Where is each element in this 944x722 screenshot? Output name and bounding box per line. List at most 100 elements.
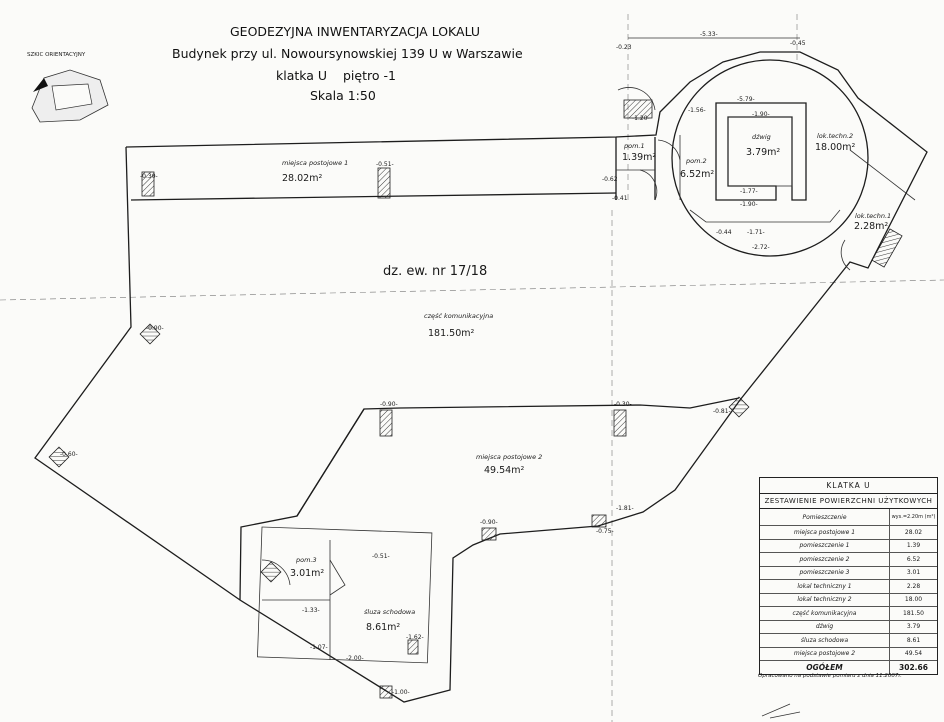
dim-label: -5.79- bbox=[737, 96, 755, 103]
dim-label: -0.41 bbox=[612, 195, 628, 202]
door-arcs bbox=[261, 87, 851, 596]
row-value: 49.54 bbox=[904, 650, 923, 658]
area-summary-table: KLATKA U ZESTAWIENIE POWIERZCHNI UŻYTKOW… bbox=[759, 477, 938, 675]
row-name: część komunikacyjna bbox=[760, 607, 890, 620]
row-value: 28.02 bbox=[904, 528, 923, 536]
stair-block bbox=[257, 526, 433, 664]
tower-inner-wall bbox=[689, 209, 841, 223]
row-value: 8.61 bbox=[906, 636, 921, 644]
dim-label: -0.90- bbox=[380, 401, 398, 408]
parcel-label: dz. ew. nr 17/18 bbox=[383, 264, 487, 279]
orientation-title: SZKIC ORIENTACYJNY bbox=[27, 52, 86, 58]
dim-label: -1.56- bbox=[688, 107, 706, 114]
dim-label: -0.60- bbox=[60, 451, 78, 458]
table-row: lokal techniczny 1 2.28 bbox=[760, 580, 937, 594]
dim-label: -0.51- bbox=[372, 553, 390, 560]
table-total-row: OGÓŁEM 302.66 bbox=[760, 661, 937, 674]
room-dzwig-name: dźwig bbox=[752, 133, 771, 141]
title-line-1: GEODEZYJNA INWENTARYZACJA LOKALU bbox=[230, 24, 481, 39]
row-name: dźwig bbox=[760, 620, 890, 633]
table-header-row: Pomieszczenie wys.=2.20m (m²) bbox=[760, 509, 937, 526]
title-line-3: klatka U piętro -1 bbox=[276, 68, 396, 83]
dim-label: -0.30- bbox=[140, 173, 158, 180]
room-lok2-area: 18.00m² bbox=[815, 142, 855, 153]
dim-label: -1.81- bbox=[616, 505, 634, 512]
outer-wall-west bbox=[34, 146, 241, 601]
title-line-4: Skala 1:50 bbox=[310, 88, 376, 103]
room-mp1-name: miejsca postojowe 1 bbox=[282, 159, 348, 167]
dim-label: -0.45 bbox=[790, 40, 806, 47]
room-sluice-area: 8.61m² bbox=[366, 622, 400, 633]
col-header-area: wys.=2.20m (m²) bbox=[891, 514, 936, 520]
table-note: Opracowano na podstawie pomiaru z dnia 1… bbox=[758, 673, 902, 679]
row-name: pomieszczenie 3 bbox=[760, 566, 890, 579]
orientation-courtyard bbox=[51, 83, 93, 111]
room-pom3-area: 3.01m² bbox=[290, 568, 324, 579]
row-name: miejsca postojowe 2 bbox=[760, 647, 890, 660]
dim-label: -0.23 bbox=[616, 44, 632, 51]
room-pom3-name: pom.3 bbox=[295, 556, 317, 564]
room-lok1-name: lok.techn.1 bbox=[855, 212, 891, 220]
room-sluice-name: śluza schodowa bbox=[364, 608, 415, 616]
table-row: miejsca postojowe 1 28.02 bbox=[760, 526, 937, 540]
dim-label: -0.51- bbox=[376, 161, 394, 168]
table-row: pomieszczenie 2 6.52 bbox=[760, 553, 937, 567]
room-dzwig-area: 3.79m² bbox=[746, 147, 780, 158]
room-mp1-area: 28.02m² bbox=[282, 173, 322, 184]
north-arrow bbox=[761, 703, 801, 719]
dim-label: -0.90- bbox=[146, 325, 164, 332]
table-title: KLATKA U bbox=[760, 478, 937, 494]
room-pom2-area: 6.52m² bbox=[680, 169, 714, 180]
table-row: miejsca postojowe 2 49.54 bbox=[760, 647, 937, 661]
room-pom2-name: pom.2 bbox=[685, 157, 707, 165]
dim-label: -1.20- bbox=[632, 115, 650, 122]
dim-label: -1.07- bbox=[310, 644, 328, 651]
table-subtitle: ZESTAWIENIE POWIERZCHNI UŻYTKOWYCH bbox=[760, 494, 937, 509]
room-common-name: część komunikacyjna bbox=[424, 312, 493, 320]
total-value: 302.66 bbox=[899, 663, 928, 672]
dim-label: -1.33- bbox=[302, 607, 320, 614]
elevator-shaft bbox=[727, 116, 793, 187]
dim-label: -1.71- bbox=[747, 229, 765, 236]
dim-label: -0.81- bbox=[713, 408, 731, 415]
dim-label: -5.33- bbox=[700, 31, 718, 38]
row-name: lokal techniczny 2 bbox=[760, 593, 890, 606]
parking2-west-wall bbox=[296, 408, 365, 517]
room-mp2-area: 49.54m² bbox=[484, 465, 524, 476]
room-lok1-area: 2.28m² bbox=[854, 221, 888, 232]
row-name: śluza schodowa bbox=[760, 634, 890, 647]
row-value: 3.01 bbox=[906, 569, 921, 577]
dim-label: -1.00- bbox=[392, 689, 410, 696]
table-row: lokal techniczny 2 18.00 bbox=[760, 593, 937, 607]
parking1-south-wall bbox=[130, 192, 617, 201]
dim-label: -2.72- bbox=[752, 244, 770, 251]
lok1-divider bbox=[849, 149, 916, 201]
dim-label: -0.62 bbox=[602, 176, 618, 183]
orientation-marker bbox=[33, 78, 48, 92]
dim-label: -0.90- bbox=[480, 519, 498, 526]
room-pom1-name: pom.1 bbox=[623, 142, 645, 150]
row-name: pomieszczenie 2 bbox=[760, 553, 890, 566]
row-value: 1.39 bbox=[906, 542, 921, 550]
columns bbox=[48, 99, 903, 699]
orientation-sketch: SZKIC ORIENTACYJNY bbox=[27, 52, 109, 123]
total-label: OGÓŁEM bbox=[760, 661, 890, 674]
dimension-labels: -5.33- -0.23 -0.45 -0.51- -0.30- -1.20- … bbox=[60, 31, 806, 696]
row-value: 18.00 bbox=[904, 596, 923, 604]
dim-label: -1.90- bbox=[752, 111, 770, 118]
row-value: 2.28 bbox=[906, 582, 921, 590]
col-header-room: Pomieszczenie bbox=[760, 509, 890, 525]
table-row: śluza schodowa 8.61 bbox=[760, 634, 937, 648]
title-line-2: Budynek przy ul. Nowoursynowskiej 139 U … bbox=[172, 46, 523, 61]
room-pom1-area: 1.39m² bbox=[622, 152, 656, 163]
row-value: 6.52 bbox=[906, 555, 921, 563]
dim-label: -0.44 bbox=[716, 229, 732, 236]
row-name: lokal techniczny 1 bbox=[760, 580, 890, 593]
row-value: 181.50 bbox=[903, 609, 924, 617]
room-lok2-name: lok.techn.2 bbox=[817, 132, 853, 140]
row-name: miejsca postojowe 1 bbox=[760, 526, 890, 539]
table-row: część komunikacyjna 181.50 bbox=[760, 607, 937, 621]
